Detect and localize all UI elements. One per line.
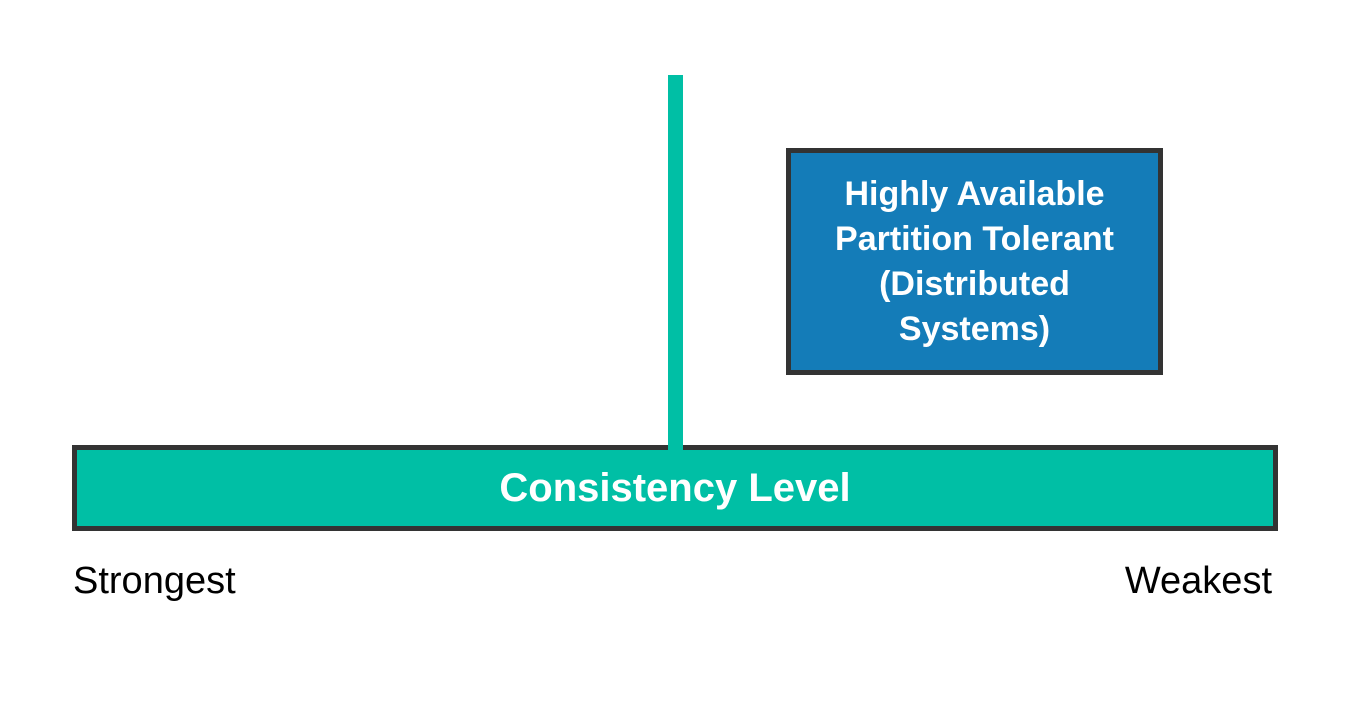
cap-box-text-line: Partition Tolerant: [835, 219, 1114, 258]
consistency-level-label: Consistency Level: [499, 465, 851, 510]
cap-box-text-line: Systems): [898, 309, 1051, 348]
connector-line: [668, 75, 683, 452]
cap-box-text-line: Highly Available: [844, 174, 1105, 213]
consistency-level-bar: Consistency Level: [72, 445, 1278, 531]
cap-box-text-line: (Distributed: [879, 264, 1070, 303]
strongest-label: Strongest: [73, 560, 236, 602]
weakest-label: Weakest: [1124, 560, 1272, 602]
highly-available-partition-tolerant-box: Highly Available Partition Tolerant (Dis…: [786, 148, 1163, 375]
